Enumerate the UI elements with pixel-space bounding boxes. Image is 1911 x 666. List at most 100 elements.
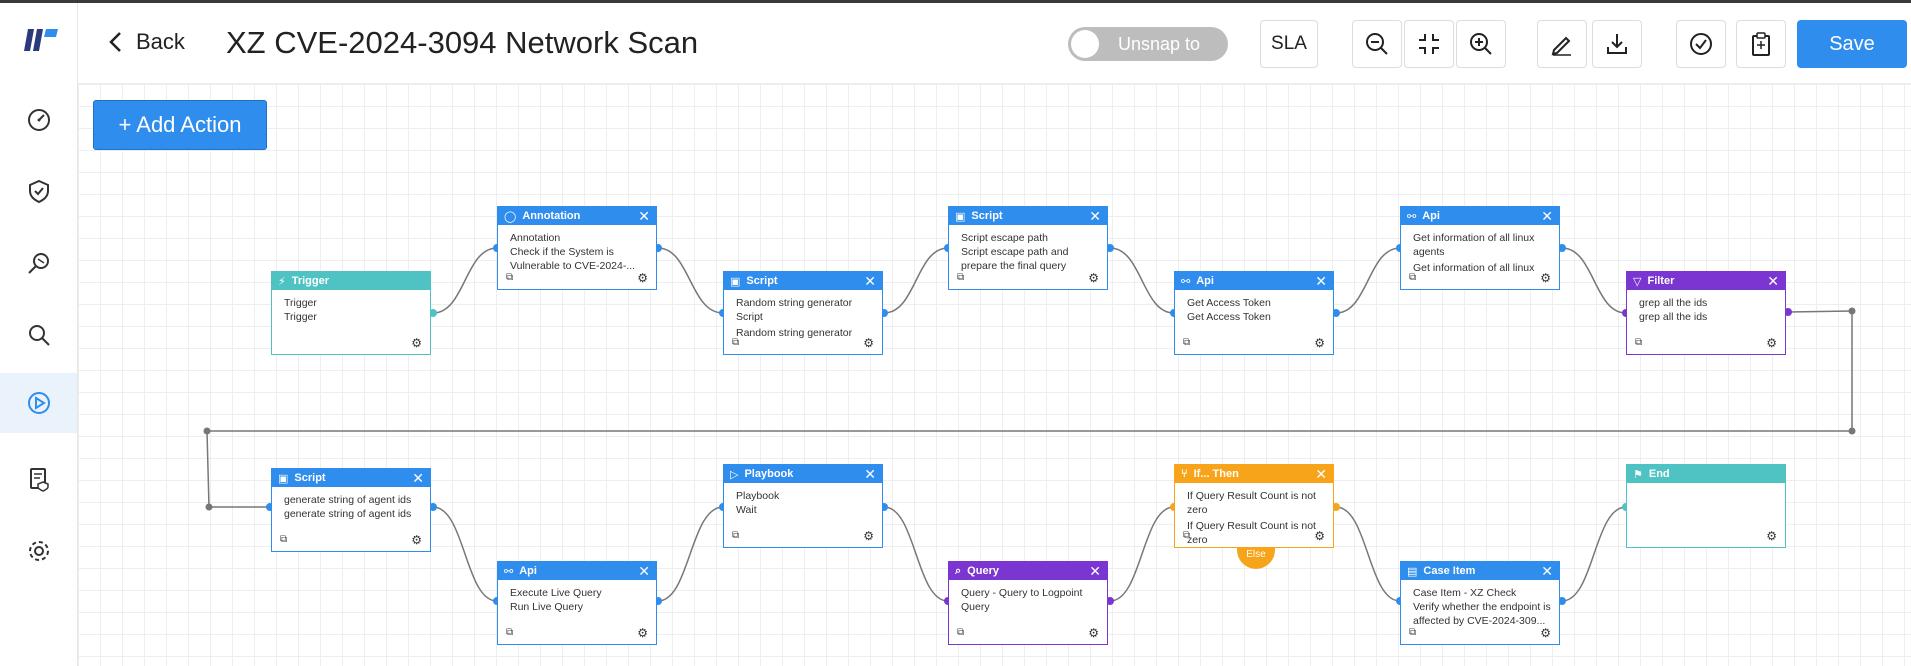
copy-icon[interactable]: ⧉	[732, 337, 740, 348]
node-header: ▣Script✕	[272, 469, 430, 487]
node-name: Execute Live Query	[510, 587, 602, 599]
sidebar-item-search[interactable]	[0, 309, 77, 361]
node-name: Annotation	[510, 232, 561, 244]
node-header: ⌕Query✕	[949, 562, 1107, 580]
page-title: XZ CVE-2024-3094 Network Scan	[226, 25, 699, 60]
sidebar-item-playbook[interactable]	[0, 373, 77, 433]
close-icon[interactable]: ✕	[1089, 207, 1101, 224]
copy-icon[interactable]: ⧉	[957, 627, 965, 638]
node-description: grep all the ids	[1639, 311, 1708, 323]
node-script-agent-ids[interactable]: ▣Script✕ generate string of agent ids ge…	[271, 468, 431, 552]
sidebar-item-security[interactable]	[0, 165, 77, 217]
unsnap-toggle[interactable]: Unsnap to	[1068, 27, 1228, 61]
sidebar-item-hunt[interactable]	[0, 237, 77, 289]
copy-icon[interactable]: ⧉	[1635, 337, 1643, 348]
download-button[interactable]	[1592, 20, 1642, 68]
node-settings-icon[interactable]: ⚙	[1088, 626, 1099, 640]
zoom-out-button[interactable]	[1352, 20, 1402, 68]
play-icon: ▷	[730, 468, 739, 481]
copy-icon[interactable]: ⧉	[280, 534, 288, 545]
node-settings-icon[interactable]: ⚙	[1088, 271, 1099, 285]
dashboard-icon	[27, 109, 50, 131]
node-settings-icon[interactable]: ⚙	[1540, 271, 1551, 285]
close-icon[interactable]: ✕	[1089, 562, 1101, 579]
close-icon[interactable]: ✕	[1315, 465, 1327, 482]
sidebar-item-dashboard[interactable]	[0, 93, 77, 145]
add-action-label: + Add Action	[118, 112, 242, 137]
clipboard-icon	[1752, 32, 1770, 56]
shield-check-icon	[28, 179, 49, 204]
node-filter[interactable]: ▽Filter✕ grep all the ids grep all the i…	[1626, 271, 1786, 355]
close-icon[interactable]: ✕	[1541, 207, 1553, 224]
sidebar-item-settings[interactable]	[0, 525, 77, 577]
close-icon[interactable]: ✕	[412, 469, 424, 486]
node-settings-icon[interactable]: ⚙	[1766, 336, 1777, 350]
copy-icon[interactable]: ⧉	[1183, 530, 1191, 541]
node-name: grep all the ids	[1639, 297, 1708, 309]
add-action-button[interactable]: + Add Action	[93, 100, 267, 150]
close-icon[interactable]: ✕	[638, 207, 650, 224]
node-api-linux-agents[interactable]: ⚯Api✕ Get information of all linux agent…	[1400, 206, 1560, 290]
zoom-in-button[interactable]	[1456, 20, 1506, 68]
node-name: If Query Result Count is not zero	[1187, 490, 1316, 516]
save-button[interactable]: Save	[1797, 20, 1907, 68]
close-icon[interactable]: ✕	[638, 562, 650, 579]
copy-icon[interactable]: ⧉	[1409, 272, 1417, 283]
validate-button[interactable]	[1676, 20, 1726, 68]
close-icon[interactable]: ✕	[1315, 272, 1327, 289]
edit-button[interactable]	[1537, 20, 1587, 68]
node-settings-icon[interactable]: ⚙	[637, 626, 648, 640]
node-header: ▷Playbook✕	[724, 465, 882, 483]
node-description: Verify whether the endpoint is affected …	[1413, 601, 1551, 627]
close-icon[interactable]: ✕	[864, 272, 876, 289]
close-icon[interactable]: ✕	[1767, 272, 1779, 289]
node-description: Script escape path and prepare the final…	[961, 246, 1069, 272]
node-playbook[interactable]: ▷Playbook✕ Playbook Wait ⧉ ⚙	[723, 464, 883, 548]
toggle-knob	[1071, 30, 1099, 58]
zoom-in-icon	[1470, 33, 1492, 55]
download-icon	[1607, 34, 1627, 54]
else-branch-handle[interactable]: Else	[1237, 547, 1275, 569]
node-settings-icon[interactable]: ⚙	[637, 271, 648, 285]
close-icon[interactable]: ✕	[864, 465, 876, 482]
node-settings-icon[interactable]: ⚙	[863, 336, 874, 350]
copy-icon[interactable]: ⧉	[957, 272, 965, 283]
app-logo[interactable]	[24, 25, 60, 55]
filter-icon: ▽	[1633, 275, 1642, 288]
node-settings-icon[interactable]: ⚙	[1540, 626, 1551, 640]
sidebar-item-reports[interactable]	[0, 453, 77, 505]
sla-button[interactable]: SLA	[1260, 20, 1318, 68]
node-if-then[interactable]: ⑂If... Then✕ If Query Result Count is no…	[1174, 464, 1334, 548]
node-query[interactable]: ⌕Query✕ Query - Query to Logpoint Query …	[948, 561, 1108, 645]
zoom-out-icon	[1366, 33, 1388, 55]
fit-view-button[interactable]	[1404, 20, 1454, 68]
clipboard-button[interactable]	[1736, 20, 1786, 68]
sla-label: SLA	[1271, 33, 1307, 54]
node-case-item[interactable]: ▤Case Item✕ Case Item - XZ Check Verify …	[1400, 561, 1560, 645]
copy-icon[interactable]: ⧉	[506, 627, 514, 638]
node-settings-icon[interactable]: ⚙	[863, 529, 874, 543]
link-icon: ⚯	[1181, 275, 1191, 288]
close-icon[interactable]: ✕	[1541, 562, 1553, 579]
node-end[interactable]: ⚑End ⚙	[1626, 464, 1786, 548]
node-settings-icon[interactable]: ⚙	[411, 336, 422, 350]
node-script-escape-path[interactable]: ▣Script✕ Script escape path Script escap…	[948, 206, 1108, 290]
node-header: ▤Case Item✕	[1401, 562, 1559, 580]
copy-icon[interactable]: ⧉	[506, 272, 514, 283]
copy-icon[interactable]: ⧉	[1409, 627, 1417, 638]
node-name: Get information of all linux agents	[1413, 232, 1535, 258]
copy-icon[interactable]: ⧉	[732, 530, 740, 541]
node-annotation[interactable]: ◯Annotation✕ Annotation Check if the Sys…	[497, 206, 657, 290]
node-header: ▣Script✕	[949, 207, 1107, 225]
node-api-access-token[interactable]: ⚯Api✕ Get Access Token Get Access Token …	[1174, 271, 1334, 355]
copy-icon[interactable]: ⧉	[1183, 337, 1191, 348]
node-api-live-query[interactable]: ⚯Api✕ Execute Live Query Run Live Query …	[497, 561, 657, 645]
node-settings-icon[interactable]: ⚙	[1766, 529, 1777, 543]
back-button[interactable]: Back	[108, 29, 185, 55]
node-trigger[interactable]: ⚡Trigger Trigger Trigger ⚙	[271, 271, 431, 355]
node-settings-icon[interactable]: ⚙	[411, 533, 422, 547]
node-settings-icon[interactable]: ⚙	[1314, 336, 1325, 350]
node-header: ⚡Trigger	[272, 272, 430, 290]
node-settings-icon[interactable]: ⚙	[1314, 529, 1325, 543]
node-script-random-string[interactable]: ▣Script✕ Random string generator Script …	[723, 271, 883, 355]
